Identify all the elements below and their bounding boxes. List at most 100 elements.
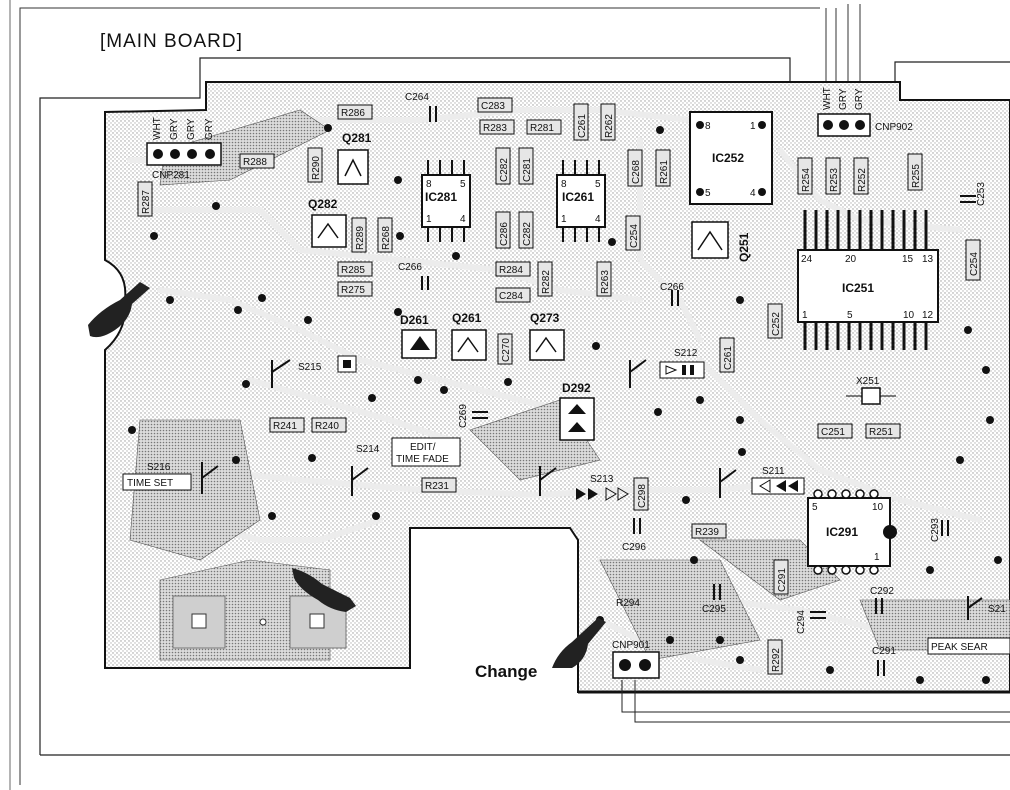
time-set-label-box: TIME SET — [122, 473, 192, 491]
resistor: R289 — [351, 217, 367, 253]
cnp902-wire-3: GRY — [854, 88, 865, 110]
ic251-chip: IC251 24 20 15 13 1 5 10 12 — [797, 210, 939, 350]
ic281-chip: IC281 8 5 1 4 — [421, 160, 471, 242]
capacitors: C283 C264 C266 C282 C281 C286 C282 C284 … — [398, 92, 987, 676]
outer-frame — [19, 7, 820, 785]
resistor: R286 — [337, 104, 373, 120]
svg-text:R285: R285 — [341, 265, 365, 276]
svg-text:C293: C293 — [930, 518, 941, 542]
solder-pads — [128, 124, 1002, 684]
x251-label: X251 — [856, 376, 880, 387]
resistor: R239 — [691, 523, 727, 539]
resistor: R287 — [137, 181, 153, 217]
ic252-pin-8: 8 — [705, 121, 711, 132]
q261-transistor: Q261 — [451, 311, 487, 361]
resistor: R253 — [825, 157, 841, 195]
cnp281-label: CNP281 — [152, 170, 190, 181]
peak-search-label: PEAK SEAR — [931, 642, 988, 653]
resistor: R281 — [526, 119, 562, 135]
s216-switch: S216 — [147, 462, 219, 494]
ic251-pin-13: 13 — [922, 254, 934, 265]
s21x-label: S21 — [988, 604, 1006, 615]
capacitor: C294 — [796, 610, 826, 634]
resistor: R275 — [337, 281, 373, 297]
peak-search-label-box: PEAK SEAR — [927, 637, 1010, 655]
svg-text:R231: R231 — [425, 481, 449, 492]
edit-time-fade-label-box: EDIT/ TIME FADE — [391, 437, 461, 467]
svg-text:C292: C292 — [870, 586, 894, 597]
svg-text:R240: R240 — [315, 421, 339, 432]
ic291-label: IC291 — [826, 525, 858, 539]
cnp902-label: CNP902 — [875, 122, 913, 133]
svg-text:C282: C282 — [499, 158, 510, 182]
capacitor: C266 — [660, 282, 684, 306]
q251-label: Q251 — [737, 232, 751, 262]
ic251-pin-20: 20 — [845, 254, 857, 265]
q273-label: Q273 — [530, 311, 560, 325]
capacitor: C291 — [872, 646, 896, 676]
svg-text:C286: C286 — [499, 222, 510, 246]
cnp281-wire-4: GRY — [204, 118, 215, 140]
ic251-pin-5: 5 — [847, 310, 853, 321]
capacitor: C261 — [719, 337, 735, 373]
resistor: R255 — [907, 153, 923, 191]
s213-label: S213 — [590, 474, 614, 485]
cnp901-label: CNP901 — [612, 640, 650, 651]
resistor: R262 — [600, 103, 616, 141]
cnp901-connector: CNP901 — [612, 640, 660, 679]
svg-text:R290: R290 — [311, 156, 322, 180]
cnp281-wire-2: GRY — [169, 118, 180, 140]
capacitor: C286 — [495, 211, 511, 249]
svg-text:C261: C261 — [723, 346, 734, 370]
ic261-pin-5: 5 — [595, 179, 601, 190]
svg-text:R288: R288 — [243, 157, 267, 168]
ic291-pin-10: 10 — [872, 502, 884, 513]
ic281-pin-4: 4 — [460, 214, 466, 225]
s211-label: S211 — [762, 466, 785, 477]
s212-switch: S212 — [629, 348, 705, 388]
svg-text:R261: R261 — [659, 160, 670, 184]
resistor: R268 — [377, 217, 393, 253]
d292-diode: D292 — [559, 381, 595, 441]
s21x-switch: S21 — [967, 596, 1006, 620]
ic252-pin-5: 5 — [705, 188, 711, 199]
svg-text:R253: R253 — [829, 168, 840, 192]
resistors: R286 R288 R290 R287 R289 R268 R285 R275 … — [137, 103, 923, 675]
board-title: [MAIN BOARD] — [100, 31, 243, 52]
resistor: R261 — [655, 149, 671, 187]
svg-text:C252: C252 — [771, 312, 782, 336]
capacitor: C268 — [627, 149, 643, 187]
ic251-pin-1: 1 — [802, 310, 808, 321]
ic251-pin-12: 12 — [922, 310, 934, 321]
cnp281-connector: CNP281 WHT GRY GRY GRY — [146, 117, 222, 181]
cnp902-connector: CNP902 WHT GRY GRY — [817, 87, 913, 137]
capacitor: C254 — [965, 239, 981, 281]
capacitor: C264 — [405, 92, 437, 122]
svg-text:C251: C251 — [821, 427, 845, 438]
ic291-pin-5: 5 — [812, 502, 818, 513]
capacitor: C270 — [497, 333, 513, 365]
resistor: R254 — [797, 157, 813, 195]
svg-text:C291: C291 — [777, 568, 788, 592]
svg-text:C266: C266 — [660, 282, 684, 293]
svg-text:R241: R241 — [273, 421, 297, 432]
capacitor: C252 — [767, 303, 783, 339]
svg-text:R286: R286 — [341, 108, 365, 119]
ic261-pin-8: 8 — [561, 179, 567, 190]
ic251-pin-24: 24 — [801, 254, 813, 265]
capacitor: C292 — [870, 586, 894, 614]
s212-label: S212 — [674, 348, 698, 359]
edit-label: EDIT/ — [410, 442, 436, 453]
resistor: R290 — [307, 147, 323, 183]
x251-crystal: X251 — [846, 376, 896, 405]
svg-text:C269: C269 — [458, 404, 469, 428]
s214-switch: S214 — [351, 444, 380, 496]
q282-label: Q282 — [308, 197, 338, 211]
resistor: R283 — [479, 119, 515, 135]
s214-label: S214 — [356, 444, 380, 455]
pointer-hand-icon — [552, 618, 606, 668]
time-fade-label: TIME FADE — [396, 454, 449, 465]
svg-text:C284: C284 — [499, 291, 523, 302]
d261-diode: D261 — [400, 313, 437, 359]
